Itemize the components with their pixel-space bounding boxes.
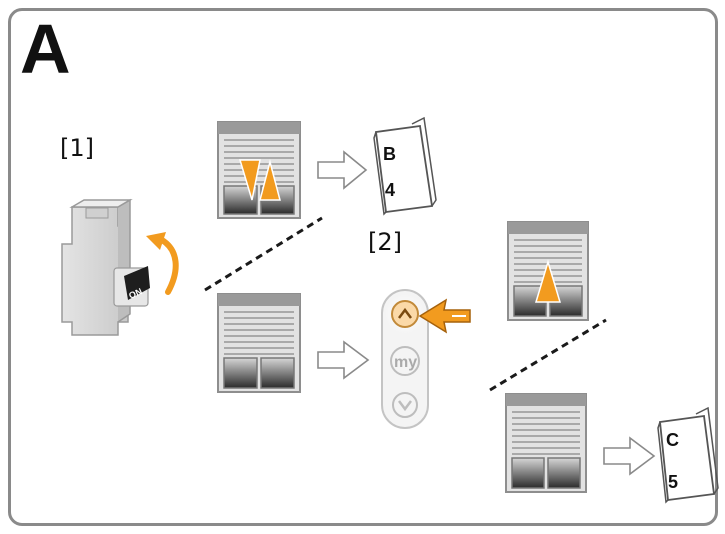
- circuit-breaker-icon: ON: [61, 198, 150, 336]
- booklet-1-bottom-label: 4: [385, 180, 395, 200]
- divider-dashed-2: [489, 318, 607, 392]
- hollow-arrow-icon: [317, 150, 368, 190]
- booklet-2-bottom-label: 5: [668, 472, 678, 492]
- remote-my-label: my: [394, 354, 417, 371]
- booklet-1-top-label: B: [383, 144, 396, 164]
- remote-control-icon: my: [381, 289, 429, 429]
- step-1-label: [1]: [60, 134, 94, 162]
- hollow-arrow-icon: [317, 340, 370, 380]
- remote-my-button[interactable]: [390, 346, 420, 376]
- booklet-2-top-label: C: [666, 430, 679, 450]
- booklet-icon: B 4: [373, 116, 437, 216]
- step-2-label: [2]: [368, 228, 402, 256]
- window-shutter-icon: [217, 293, 301, 393]
- divider-dashed-1: [204, 216, 323, 292]
- hollow-arrow-icon: [603, 436, 656, 476]
- rotate-arrow-icon: [146, 232, 179, 295]
- remote-up-button[interactable]: [391, 300, 419, 328]
- booklet-icon: C 5: [657, 406, 719, 504]
- remote-down-button[interactable]: [392, 392, 418, 418]
- panel-letter: A: [20, 10, 71, 88]
- pointer-arrow-icon: [418, 298, 471, 334]
- window-shutter-icon: [507, 221, 589, 321]
- window-shutter-icon: [217, 121, 301, 219]
- window-shutter-icon: [505, 393, 587, 493]
